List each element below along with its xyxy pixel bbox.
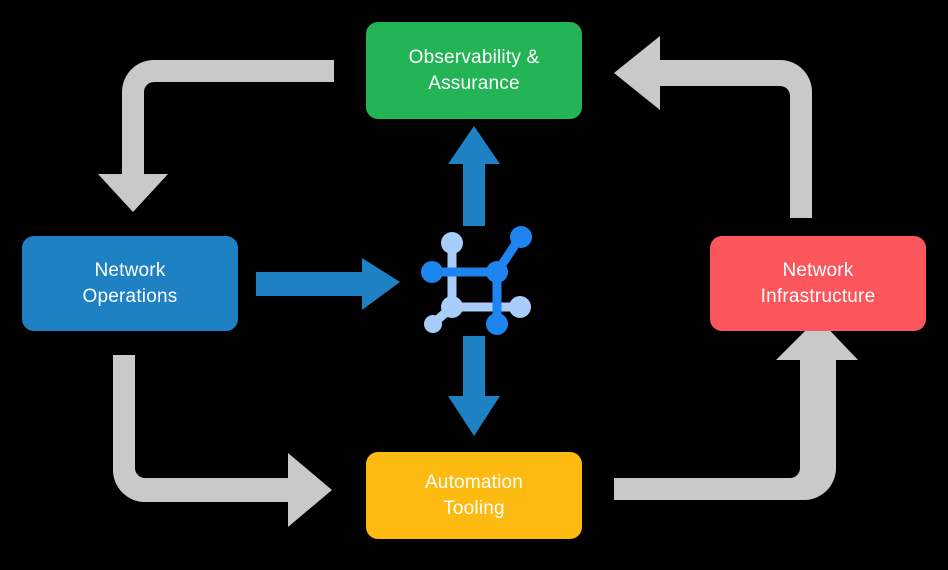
topology-node-dark xyxy=(486,313,508,335)
topology-node-light xyxy=(441,232,463,254)
node-box-automation-tooling[interactable]: Automation Tooling xyxy=(366,452,582,539)
arrow-center-to-automation-tooling xyxy=(448,336,500,436)
topology-node-light xyxy=(509,296,531,318)
arrow-center-to-observability xyxy=(448,126,500,226)
connector-network-operations-to-automation-tooling xyxy=(113,355,332,527)
connector-observability-to-network-operations xyxy=(98,60,334,212)
topology-node-dark xyxy=(421,261,443,283)
topology-node-light xyxy=(441,296,463,318)
connector-automation-tooling-to-network-infrastructure xyxy=(614,318,858,500)
topology-node-light xyxy=(424,315,442,333)
node-box-network-infrastructure[interactable]: Network Infrastructure xyxy=(710,236,926,331)
topology-node-dark xyxy=(486,261,508,283)
connector-network-infrastructure-to-observability xyxy=(614,36,812,218)
node-box-observability-assurance[interactable]: Observability & Assurance xyxy=(366,22,582,119)
topology-node-dark xyxy=(510,226,532,248)
arrow-network-operations-to-center xyxy=(256,258,400,310)
node-box-network-operations[interactable]: Network Operations xyxy=(22,236,238,331)
